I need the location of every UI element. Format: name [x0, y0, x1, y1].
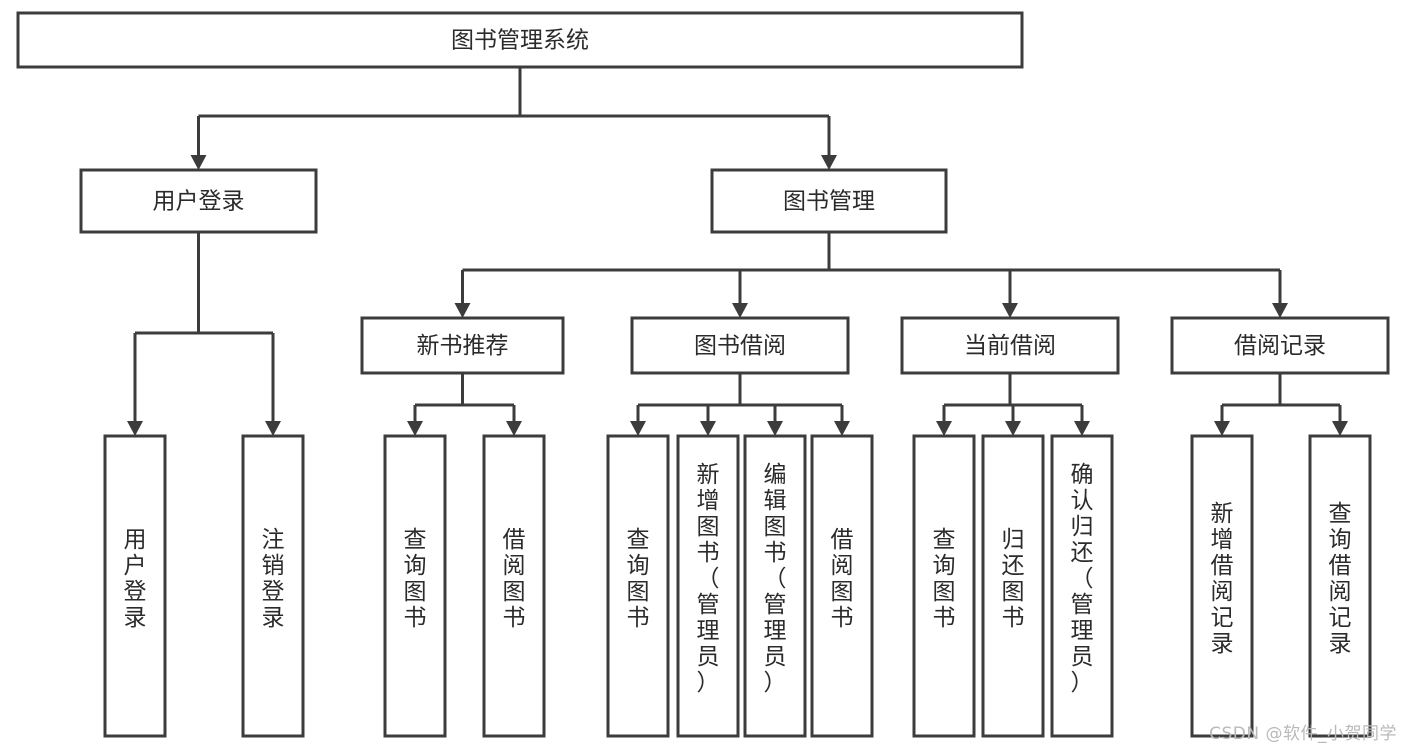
node-新书推荐[interactable]: 新书推荐 — [360, 316, 565, 375]
node-box — [79, 168, 318, 234]
node-box — [103, 434, 167, 738]
node-box — [743, 434, 807, 738]
node-图书管理系统[interactable]: 图书管理系统 — [16, 11, 1024, 69]
node-用户登录[interactable]: 用户登录 — [103, 434, 167, 738]
branch-level2-0 — [407, 373, 522, 436]
node-图书借阅[interactable]: 图书借阅 — [630, 316, 850, 375]
node-label: 借阅图书 — [503, 527, 526, 631]
node-box — [241, 434, 305, 738]
node-借阅记录[interactable]: 借阅记录 — [1170, 316, 1390, 375]
node-编辑图书管理员[interactable]: 编辑图书（管理员） — [743, 434, 807, 738]
branch-level2-2 — [936, 373, 1090, 436]
branch-user-login — [127, 232, 281, 436]
node-label: 注销登录 — [262, 527, 285, 631]
node-label: 用户登录 — [124, 527, 147, 631]
node-box — [900, 316, 1120, 375]
node-box — [630, 316, 850, 375]
node-box — [482, 434, 546, 738]
node-box — [1170, 316, 1390, 375]
node-归还图书[interactable]: 归还图书 — [981, 434, 1045, 738]
node-label: 查询图书 — [933, 527, 956, 631]
node-label: 查询图书 — [627, 527, 650, 631]
node-layer: 图书管理系统用户登录图书管理新书推荐图书借阅当前借阅借阅记录用户登录注销登录查询… — [16, 11, 1390, 738]
branch-root — [190, 67, 837, 170]
node-label: 借阅记录 — [1234, 333, 1326, 359]
node-label: 用户登录 — [153, 189, 245, 215]
node-label: 图书管理 — [783, 189, 875, 215]
node-box — [16, 11, 1024, 69]
node-用户登录[interactable]: 用户登录 — [79, 168, 318, 234]
branch-level2-1 — [630, 373, 850, 436]
node-label: 当前借阅 — [964, 333, 1056, 359]
node-label: 归还图书 — [1002, 527, 1025, 631]
branch-book-management — [454, 232, 1288, 318]
node-注销登录[interactable]: 注销登录 — [241, 434, 305, 738]
node-box — [360, 316, 565, 375]
node-label: 借阅图书 — [831, 527, 854, 631]
node-box — [676, 434, 740, 738]
node-确认归还管理员[interactable]: 确认归还（管理员） — [1050, 434, 1114, 738]
node-label: 查询图书 — [404, 527, 427, 631]
node-label: 新书推荐 — [417, 333, 509, 359]
node-label: 新增借阅记录 — [1211, 501, 1234, 657]
node-新增借阅记录[interactable]: 新增借阅记录 — [1190, 434, 1254, 738]
node-box — [810, 434, 874, 738]
node-box — [1190, 434, 1254, 738]
connector-layer — [127, 67, 1348, 436]
node-label: 编辑图书（管理员） — [764, 462, 787, 696]
node-查询图书[interactable]: 查询图书 — [912, 434, 976, 738]
node-box — [1050, 434, 1114, 738]
node-box — [383, 434, 447, 738]
node-box — [981, 434, 1045, 738]
node-label: 图书借阅 — [694, 333, 786, 359]
node-借阅图书[interactable]: 借阅图书 — [810, 434, 874, 738]
node-当前借阅[interactable]: 当前借阅 — [900, 316, 1120, 375]
node-label: 确认归还（管理员） — [1071, 462, 1094, 696]
node-查询图书[interactable]: 查询图书 — [383, 434, 447, 738]
node-label: 查询借阅记录 — [1329, 501, 1352, 657]
watermark-text: CSDN @软件_小贺同学 — [1209, 724, 1397, 744]
node-图书管理[interactable]: 图书管理 — [710, 168, 948, 234]
node-box — [912, 434, 976, 738]
node-label: 新增图书（管理员） — [697, 462, 720, 696]
branch-level2-3 — [1214, 373, 1348, 436]
node-新增图书管理员[interactable]: 新增图书（管理员） — [676, 434, 740, 738]
node-label: 图书管理系统 — [451, 28, 589, 54]
node-查询借阅记录[interactable]: 查询借阅记录 — [1308, 434, 1372, 738]
node-借阅图书[interactable]: 借阅图书 — [482, 434, 546, 738]
node-查询图书[interactable]: 查询图书 — [606, 434, 670, 738]
node-box — [710, 168, 948, 234]
node-box — [606, 434, 670, 738]
node-box — [1308, 434, 1372, 738]
